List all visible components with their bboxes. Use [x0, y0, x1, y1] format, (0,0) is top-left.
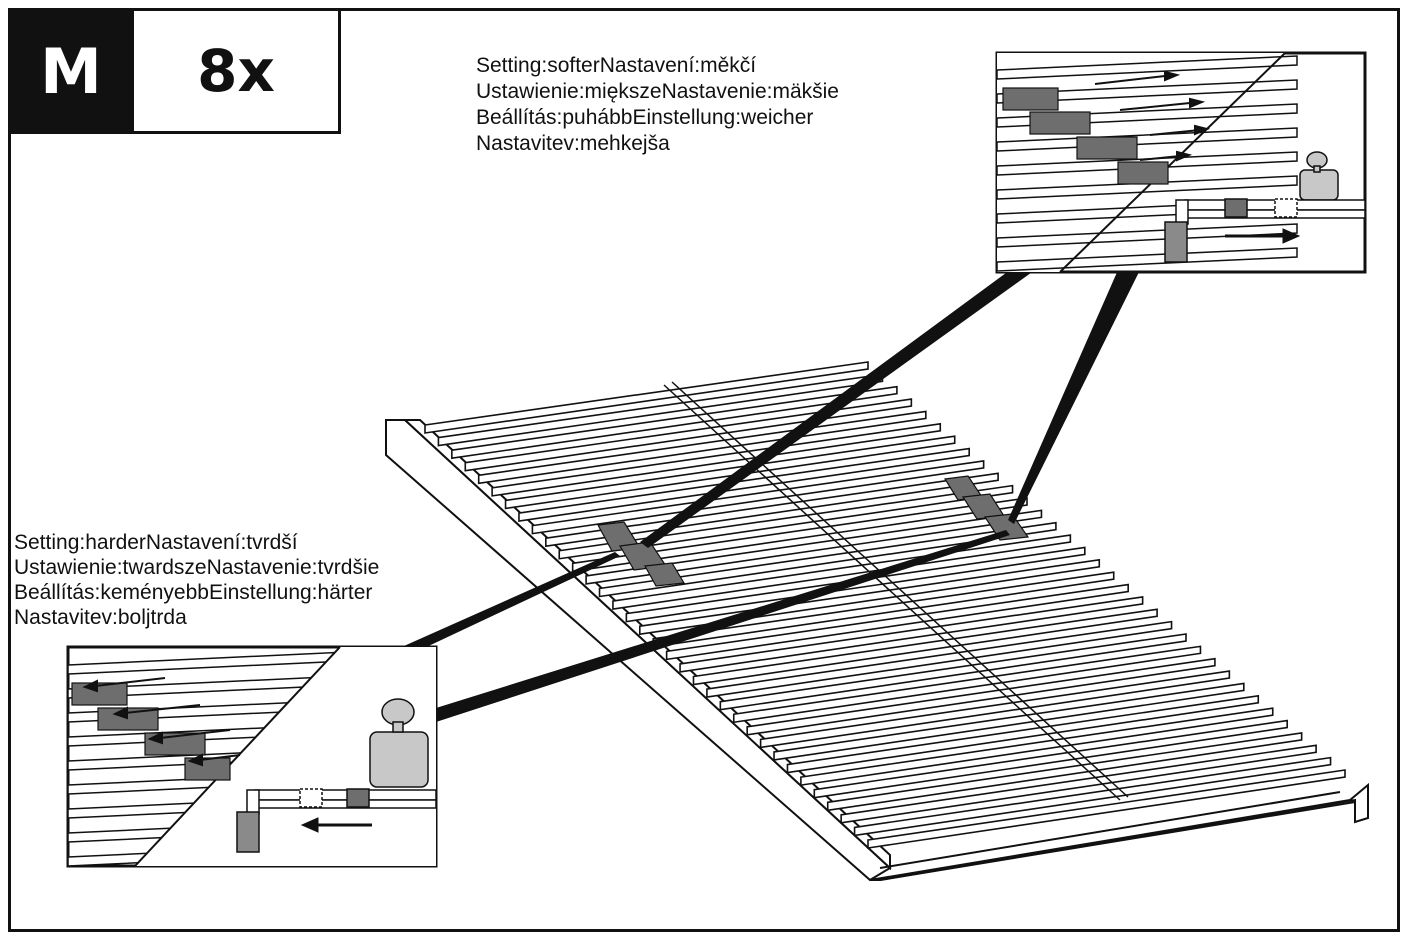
slat [800, 707, 1274, 787]
arrow-left-icon [300, 817, 372, 833]
callout-pointers [395, 270, 1140, 722]
slat [558, 484, 1014, 560]
slat [813, 719, 1288, 799]
slat [692, 608, 1158, 686]
slat [424, 361, 869, 434]
person-icon [1299, 151, 1339, 201]
inset-slat [997, 79, 1298, 104]
harder-note-line: Ustawienie:twardszeNastavenie:tvrdšie [14, 556, 380, 579]
slat [571, 497, 1028, 573]
slat [719, 633, 1187, 711]
slat [451, 385, 898, 460]
arrow-right-icon [1094, 70, 1211, 162]
softer-note-line: Nastavitev:mehkejša [476, 132, 670, 155]
hardness-sliders [597, 475, 1030, 587]
slat [437, 373, 884, 447]
slat [786, 694, 1260, 774]
softer-note-line: Beállítás:puhábbEinstellung:weicher [476, 106, 814, 129]
harder-inset [66, 645, 438, 868]
softer-inset [995, 51, 1367, 274]
softer-note-line: Setting:softerNastavení:měkčí [476, 54, 757, 77]
harder-note-line: Setting:harderNastavení:tvrdší [14, 531, 298, 554]
slat [477, 410, 927, 485]
slat [840, 744, 1317, 824]
person-icon [369, 698, 429, 788]
slat [773, 682, 1245, 761]
slat [518, 447, 970, 522]
slat [531, 459, 985, 535]
arrow-right-icon [1225, 228, 1301, 244]
slats [424, 361, 1346, 849]
inset-slat [997, 55, 1298, 80]
page-frame [8, 8, 1400, 932]
slat [853, 756, 1332, 837]
slat [598, 521, 1057, 598]
inset-slat [997, 247, 1298, 272]
slat [759, 670, 1231, 749]
slat [826, 731, 1303, 812]
slat [665, 583, 1129, 661]
harder-note-line: Nastavitev:boljtrda [14, 606, 187, 629]
slat [464, 398, 913, 472]
softer-setting-note: Setting:softerNastavení:měkčí Ustawienie… [476, 53, 839, 157]
slider-mechanism [1164, 198, 1366, 263]
slat [545, 472, 999, 548]
slat [746, 657, 1216, 736]
slat [585, 509, 1043, 585]
slat [732, 645, 1202, 724]
harder-note-line: Beállítás:keményebbEinstellung:härter [14, 581, 373, 604]
slat [867, 769, 1346, 849]
slat [706, 620, 1173, 699]
harder-setting-note: Setting:harderNastavení:tvrdší Ustawieni… [14, 530, 379, 630]
center-divider [663, 381, 1129, 801]
arrow-left-icon [82, 677, 241, 767]
slat [504, 435, 956, 510]
quantity-label: 8x [131, 8, 341, 134]
slat [612, 534, 1072, 610]
inset-slat [997, 223, 1298, 248]
slat [679, 595, 1144, 673]
step-letter: M [8, 8, 134, 134]
slider-mechanism [236, 788, 437, 853]
softer-note-line: Ustawienie:miększeNastavenie:mäkšie [476, 80, 839, 103]
